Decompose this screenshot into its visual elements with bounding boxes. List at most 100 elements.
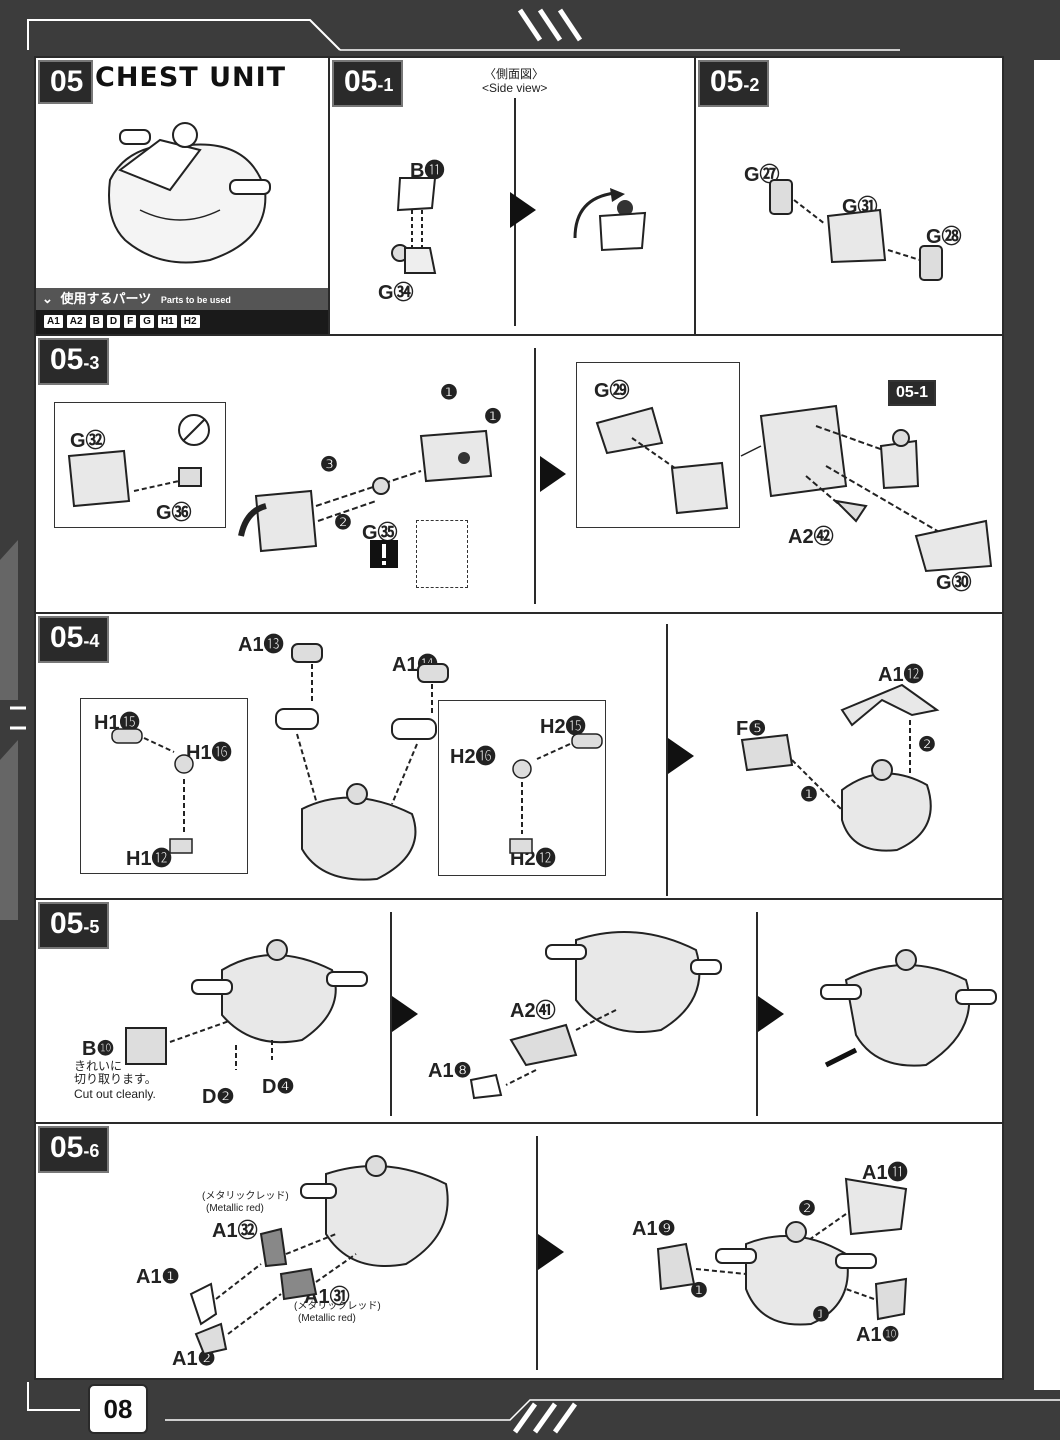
part-label: A1❽ [428, 1060, 472, 1082]
part-illustration [820, 949, 997, 1068]
step-order: ❶ [800, 784, 818, 806]
part-illustration [238, 429, 493, 553]
step-sub-number: -4 [83, 631, 100, 651]
cut-note-line: 切り取ります。 [74, 1072, 157, 1086]
side-view-label-en: <Side view> [482, 81, 548, 95]
step-05-3-tag: 05-3 [38, 338, 110, 385]
part-illustration [740, 683, 940, 852]
step-order: ❷ [334, 512, 352, 534]
cut-note-line: きれいに [74, 1059, 123, 1073]
part-label: A1㉜ [212, 1220, 258, 1242]
part-chip: H2 [180, 315, 200, 328]
part-illustration [125, 939, 368, 1070]
step-number: 05 [50, 65, 84, 98]
part-label: H2⓯ [540, 716, 586, 738]
next-step-arrow [510, 192, 536, 228]
step-05-2-tag: 05-2 [698, 60, 770, 107]
step-05-1-tag: 05-1 [332, 60, 404, 107]
step-order: ❸ [320, 454, 338, 476]
step-05-6-panel: 05-6 (メタリックレッド) (Metallic red) A1㉜ A1❶ A… [34, 1122, 1004, 1380]
detail-inset-left [80, 698, 248, 874]
part-chip: A1 [44, 315, 63, 328]
step-sub-number: -1 [377, 75, 394, 95]
part-chip: B [89, 315, 103, 328]
step-sub-number: -3 [83, 353, 100, 373]
next-step-arrow [668, 738, 694, 774]
step-number: 05 [710, 65, 744, 98]
step-divider [666, 624, 668, 896]
part-label: G㉟ [362, 522, 398, 544]
part-label: G㉜ [70, 430, 106, 452]
part-illustration [595, 406, 729, 515]
chest-unit-illustration [108, 122, 271, 264]
reference-badge: 05-1 [888, 380, 937, 406]
step-order: ❶ [690, 1280, 708, 1302]
step-number: 05 [50, 1131, 84, 1164]
part-label: A1⓫ [862, 1162, 908, 1184]
step-number: 05 [50, 907, 84, 940]
detail-inset [416, 520, 468, 588]
step-number: 05 [50, 343, 84, 376]
step-divider [534, 348, 536, 604]
part-chip: G [140, 315, 154, 328]
parts-list: A1 A2 B D F G H1 H2 [36, 310, 328, 334]
caution-icon [370, 540, 398, 568]
no-cut-icon [178, 414, 210, 446]
step-sub-number: -6 [83, 1141, 100, 1161]
part-label: G㉞ [378, 282, 414, 304]
step-05-4-panel: 05-4 A1⓭ A1⓮ H1⓯ H1⓰ H1⓬ H2⓯ H2⓰ H2⓬ A1⓬… [34, 612, 1004, 902]
part-label: D❹ [262, 1076, 295, 1098]
part-label: H1⓬ [126, 848, 172, 870]
part-label: A1⓭ [238, 634, 284, 656]
parts-header-en: Parts to be used [160, 295, 231, 305]
parts-header-bar: ⌄ 使用するパーツ Parts to be used [36, 288, 328, 310]
part-illustration [740, 404, 993, 573]
part-label: H2⓰ [450, 746, 496, 768]
part-label: B❿ [82, 1038, 115, 1060]
part-label: B⓫ [410, 160, 445, 182]
step-05-6-tag: 05-6 [38, 1126, 110, 1173]
side-view-label-ja: 〈側面図〉 [484, 67, 545, 81]
cut-note-ja: きれいに切り取ります。 [74, 1060, 157, 1086]
section-title: CHEST UNIT [95, 62, 287, 93]
step-sub-number: -5 [83, 917, 100, 937]
part-chip: F [124, 315, 137, 328]
part-illustration [111, 643, 603, 881]
step-number: 05 [50, 621, 84, 654]
part-chip: D [106, 315, 121, 328]
step-order: ❷ [918, 734, 936, 756]
part-label: A2㊶ [510, 1000, 556, 1022]
part-label: A1⓬ [878, 664, 924, 686]
step-05-5-panel: 05-5 B❿ きれいに切り取ります。 Cut out cleanly. D❷ … [34, 898, 1004, 1126]
next-step-arrow [758, 996, 784, 1032]
step-05-2-panel: 05-2 G㉗ G㉛ G㉘ [694, 56, 1004, 336]
part-illustration [67, 449, 202, 508]
part-label: A2㊷ [788, 526, 834, 548]
part-chip: H1 [157, 315, 177, 328]
cut-note-en: Cut out cleanly. [74, 1087, 156, 1101]
next-step-arrow [392, 996, 418, 1032]
part-label: G㊱ [156, 502, 192, 524]
color-note-en: (Metallic red) [206, 1203, 264, 1214]
part-label: A1❿ [856, 1324, 900, 1346]
part-label: G㉚ [936, 572, 972, 594]
part-illustration [189, 1155, 449, 1356]
step-sub-number: -2 [743, 75, 760, 95]
part-label: A1❾ [632, 1218, 676, 1240]
part-label: H1⓰ [186, 742, 232, 764]
part-label: A1❶ [136, 1266, 180, 1288]
part-label: F❺ [736, 718, 767, 740]
next-step-arrow [540, 456, 566, 492]
step-divider [536, 1136, 538, 1370]
step-05-4-tag: 05-4 [38, 616, 110, 663]
part-label: G㉘ [926, 226, 962, 248]
page-number: 08 [88, 1384, 148, 1434]
parts-header-ja: 使用するパーツ [60, 291, 152, 306]
part-illustration [573, 188, 647, 252]
step-05-1-panel: 05-1 〈側面図〉 <Side view> B⓫ G㉞ [328, 56, 696, 336]
step-05-tag: 05 [38, 60, 94, 104]
step-number: 05 [344, 65, 378, 98]
part-chip: A2 [66, 315, 86, 328]
part-label: G㉙ [594, 380, 630, 402]
color-note-ja: (メタリックレッド) [202, 1191, 289, 1202]
